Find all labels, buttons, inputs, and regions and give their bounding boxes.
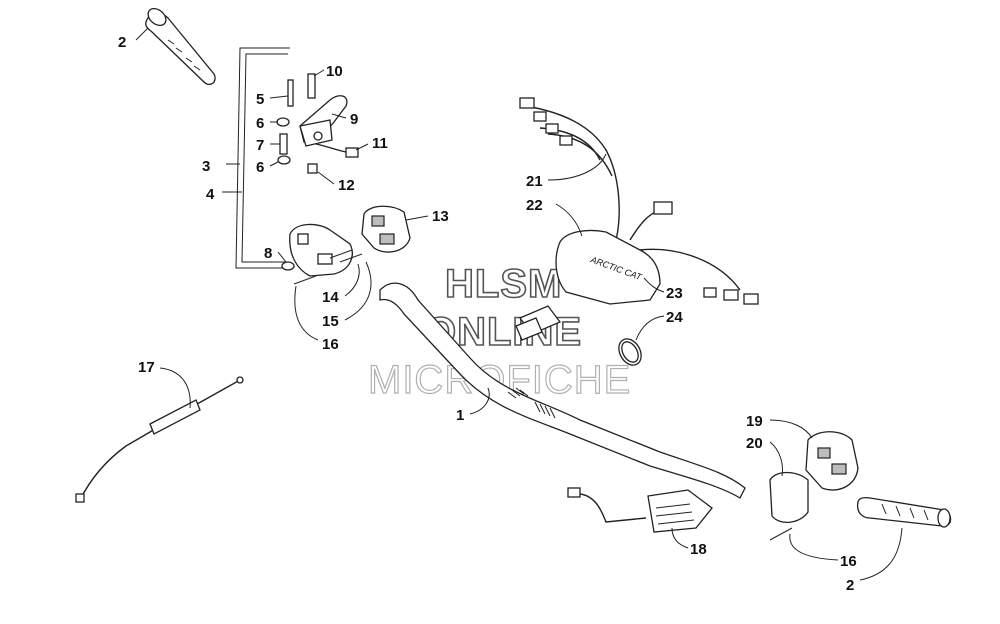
part-nut-6b bbox=[277, 155, 291, 165]
bracket-lines bbox=[235, 47, 290, 269]
part-heater-wire bbox=[567, 487, 713, 533]
callout-16-right: 16 bbox=[840, 553, 857, 570]
callout-18: 18 bbox=[690, 541, 707, 558]
callout-1: 1 bbox=[456, 407, 464, 424]
callout-3: 3 bbox=[202, 158, 210, 175]
part-bolt-5 bbox=[287, 79, 294, 107]
callout-11: 11 bbox=[372, 135, 388, 152]
callout-7: 7 bbox=[256, 137, 264, 154]
callout-labels: 2 3 4 5 6 7 6 8 9 10 11 12 13 14 15 16 1… bbox=[118, 34, 857, 594]
part-ring bbox=[618, 338, 642, 366]
part-clip-12 bbox=[307, 163, 318, 174]
part-handlebar bbox=[379, 282, 746, 499]
callout-5: 5 bbox=[256, 91, 264, 108]
leader-lines bbox=[135, 27, 903, 581]
part-washer-8 bbox=[281, 261, 295, 271]
callout-23: 23 bbox=[666, 285, 683, 302]
callout-10: 10 bbox=[326, 63, 343, 80]
part-grip-right bbox=[856, 496, 952, 528]
callout-12: 12 bbox=[338, 177, 355, 194]
watermark-line-1: HLSM bbox=[445, 262, 562, 306]
callout-15: 15 bbox=[322, 313, 339, 330]
part-pin-10 bbox=[307, 73, 316, 99]
callout-17: 17 bbox=[138, 359, 155, 376]
callout-21: 21 bbox=[526, 173, 543, 190]
part-spacer-7 bbox=[279, 133, 288, 155]
part-hardware bbox=[276, 73, 318, 271]
callout-6-lower: 6 bbox=[256, 159, 264, 176]
callout-2-left: 2 bbox=[118, 34, 126, 51]
callout-13: 13 bbox=[432, 208, 449, 225]
callout-6-upper: 6 bbox=[256, 115, 264, 132]
callout-20: 20 bbox=[746, 435, 763, 452]
part-throttle-cable bbox=[75, 376, 244, 503]
callout-19: 19 bbox=[746, 413, 763, 430]
part-grip-left bbox=[145, 7, 216, 86]
part-switch-housing-left bbox=[289, 223, 363, 285]
callout-4: 4 bbox=[206, 186, 215, 203]
callout-9: 9 bbox=[350, 111, 358, 128]
part-switch-13 bbox=[361, 205, 411, 253]
part-brake-lever bbox=[299, 95, 348, 147]
callout-24: 24 bbox=[666, 309, 683, 326]
callout-8: 8 bbox=[264, 245, 272, 262]
part-switch-housing-right bbox=[769, 431, 859, 541]
callout-22: 22 bbox=[526, 197, 543, 214]
part-connector-11 bbox=[315, 143, 359, 158]
callout-14: 14 bbox=[322, 289, 339, 306]
part-nut-6a bbox=[276, 117, 290, 127]
callout-16-left: 16 bbox=[322, 336, 339, 353]
callout-2-right: 2 bbox=[846, 577, 854, 594]
part-wiring-harness: ARCTIC CAT bbox=[515, 97, 759, 341]
